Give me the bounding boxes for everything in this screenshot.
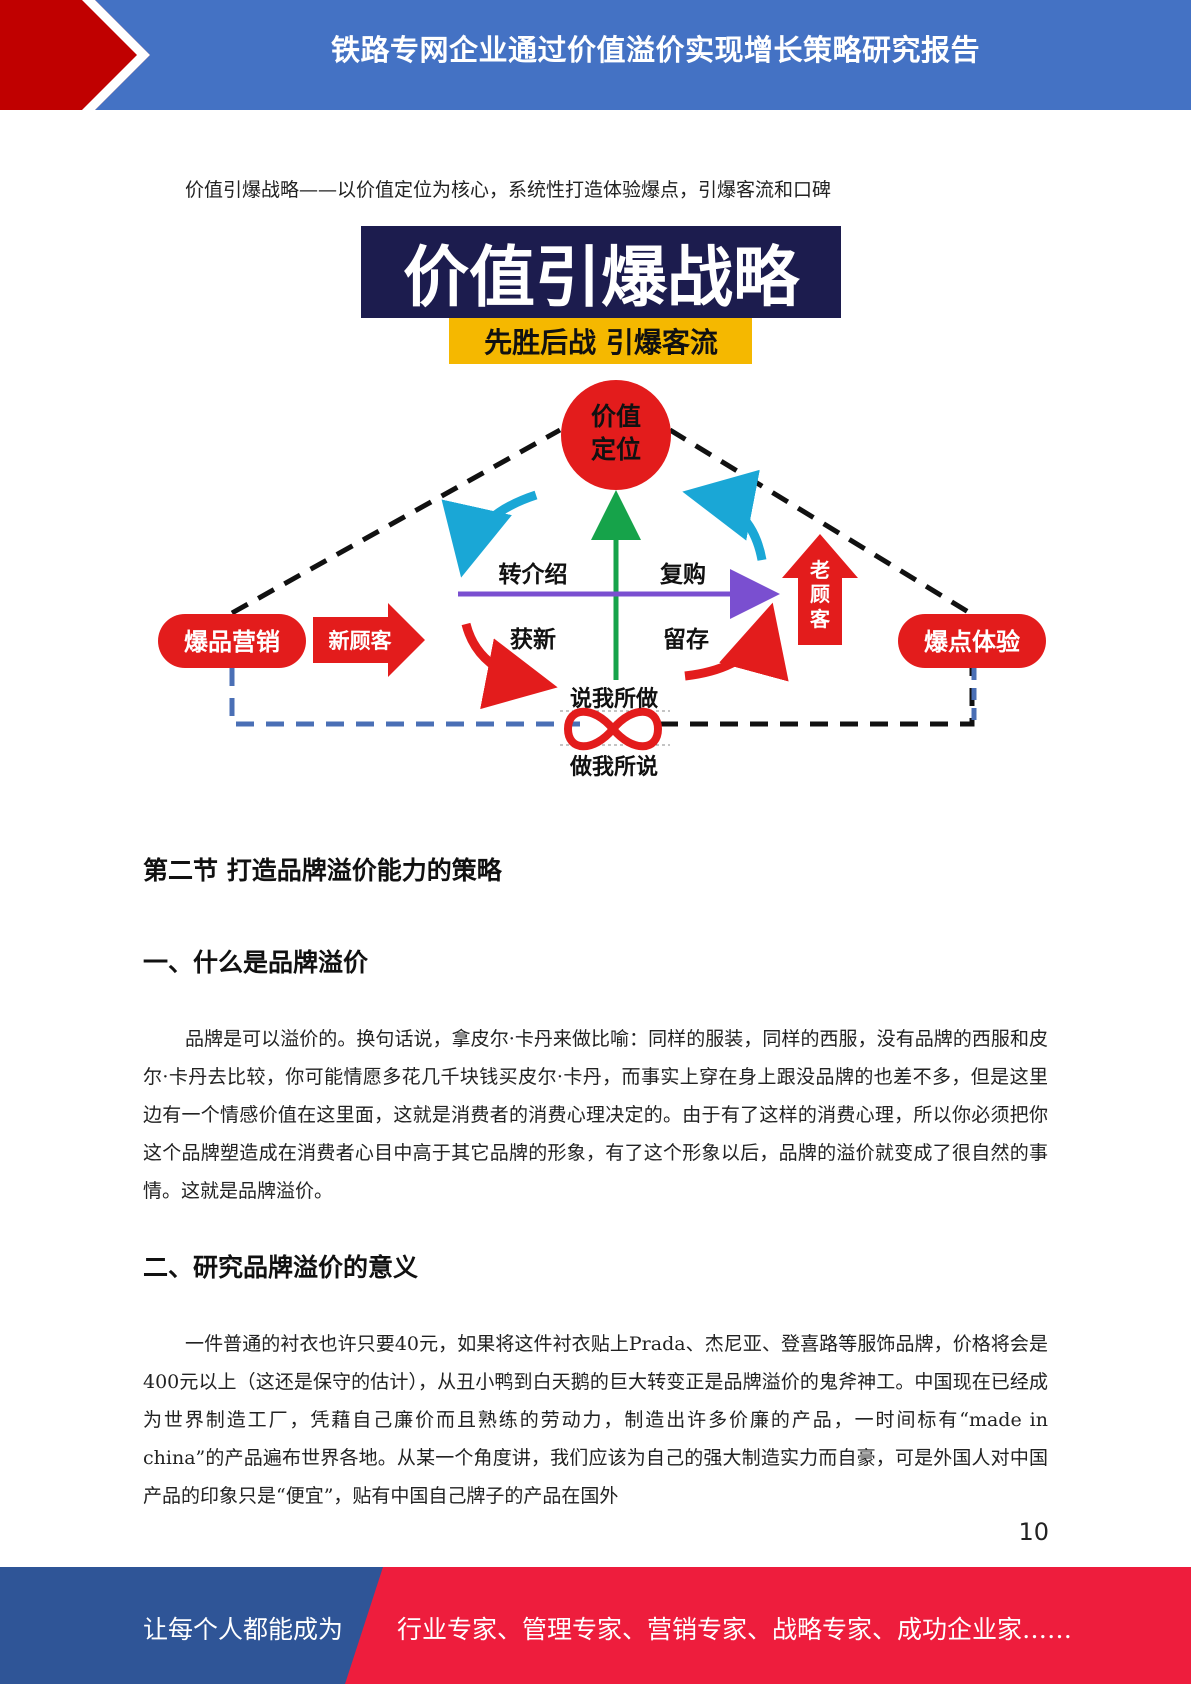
header-title: 铁路专网企业通过价值溢价实现增长策略研究报告 (330, 33, 980, 67)
page-footer (0, 1567, 1191, 1684)
page-number: 10 (1018, 1518, 1049, 1546)
say-what-i-do-label: 说我所做 (570, 686, 659, 712)
footer-right-text: 行业专家、管理专家、营销专家、战略专家、成功企业家…… (397, 1615, 1073, 1644)
subsection-2-paragraph: 一件普通的衬衣也许只要40元，如果将这件衬衣贴上Prada、杰尼亚、登喜路等服饰… (143, 1333, 1048, 1507)
do-what-i-say-label: 做我所说 (569, 754, 658, 780)
dashed-line-left (230, 427, 562, 616)
new-customer-arrow (313, 603, 425, 677)
title-banner (361, 226, 841, 318)
infographic-title: 价值引爆战略 (403, 239, 800, 316)
center-label-line1: 价值 (591, 402, 641, 431)
new-customer-label: 新顾客 (329, 629, 393, 653)
page-header: 铁路专网企业通过价值溢价实现增长策略研究报告 (0, 0, 1191, 110)
header-arrow-decoration (0, 0, 150, 110)
repurchase-curve-arrow (682, 469, 767, 561)
dashed-base-right (660, 668, 975, 727)
right-pill (898, 614, 1046, 668)
center-label-line2: 定位 (591, 435, 641, 464)
referral-label: 转介绍 (499, 561, 568, 588)
left-pill (158, 614, 306, 668)
subsection-2-title: 二、研究品牌溢价的意义 (143, 1253, 419, 1282)
infographic-subtitle: 先胜后战 引爆客流 (484, 326, 718, 359)
dashed-base-left (229, 668, 580, 727)
right-pill-label: 爆点体验 (924, 628, 1020, 656)
subsection-1-paragraph: 品牌是可以溢价的。换句话说，拿皮尔·卡丹来做比喻：同样的服装，同样的西服，没有品… (143, 1028, 1048, 1202)
subtitle-banner (449, 318, 752, 364)
section-title: 第二节 打造品牌溢价能力的策略 (143, 856, 502, 885)
retain-label: 留存 (663, 626, 709, 653)
left-pill-label: 爆品营销 (184, 628, 280, 656)
retain-curve-arrow (684, 602, 789, 682)
old-customer-char1: 老 (810, 558, 830, 582)
repurchase-label: 复购 (659, 562, 706, 588)
figure-caption: 价值引爆战略——以价值定位为核心，系统性打造体验爆点，引爆客流和口碑 (185, 179, 832, 201)
subsection-1-title: 一、什么是品牌溢价 (143, 948, 369, 977)
acquire-label: 获新 (510, 626, 556, 653)
old-customer-arrow (782, 534, 858, 645)
value-strategy-infographic: 价值引爆战略 先胜后战 引爆客流 价值 定位 转介绍 复购 获新 留存 爆品营销… (158, 226, 1046, 780)
old-customer-char2: 顾 (810, 582, 830, 606)
old-customer-char3: 客 (809, 607, 831, 631)
footer-left-text: 让每个人都能成为 (143, 1615, 344, 1644)
acquire-curve-arrow (461, 622, 558, 710)
referral-curve-arrow (441, 490, 538, 578)
value-position-circle (561, 380, 671, 490)
infinity-icon (563, 707, 663, 751)
